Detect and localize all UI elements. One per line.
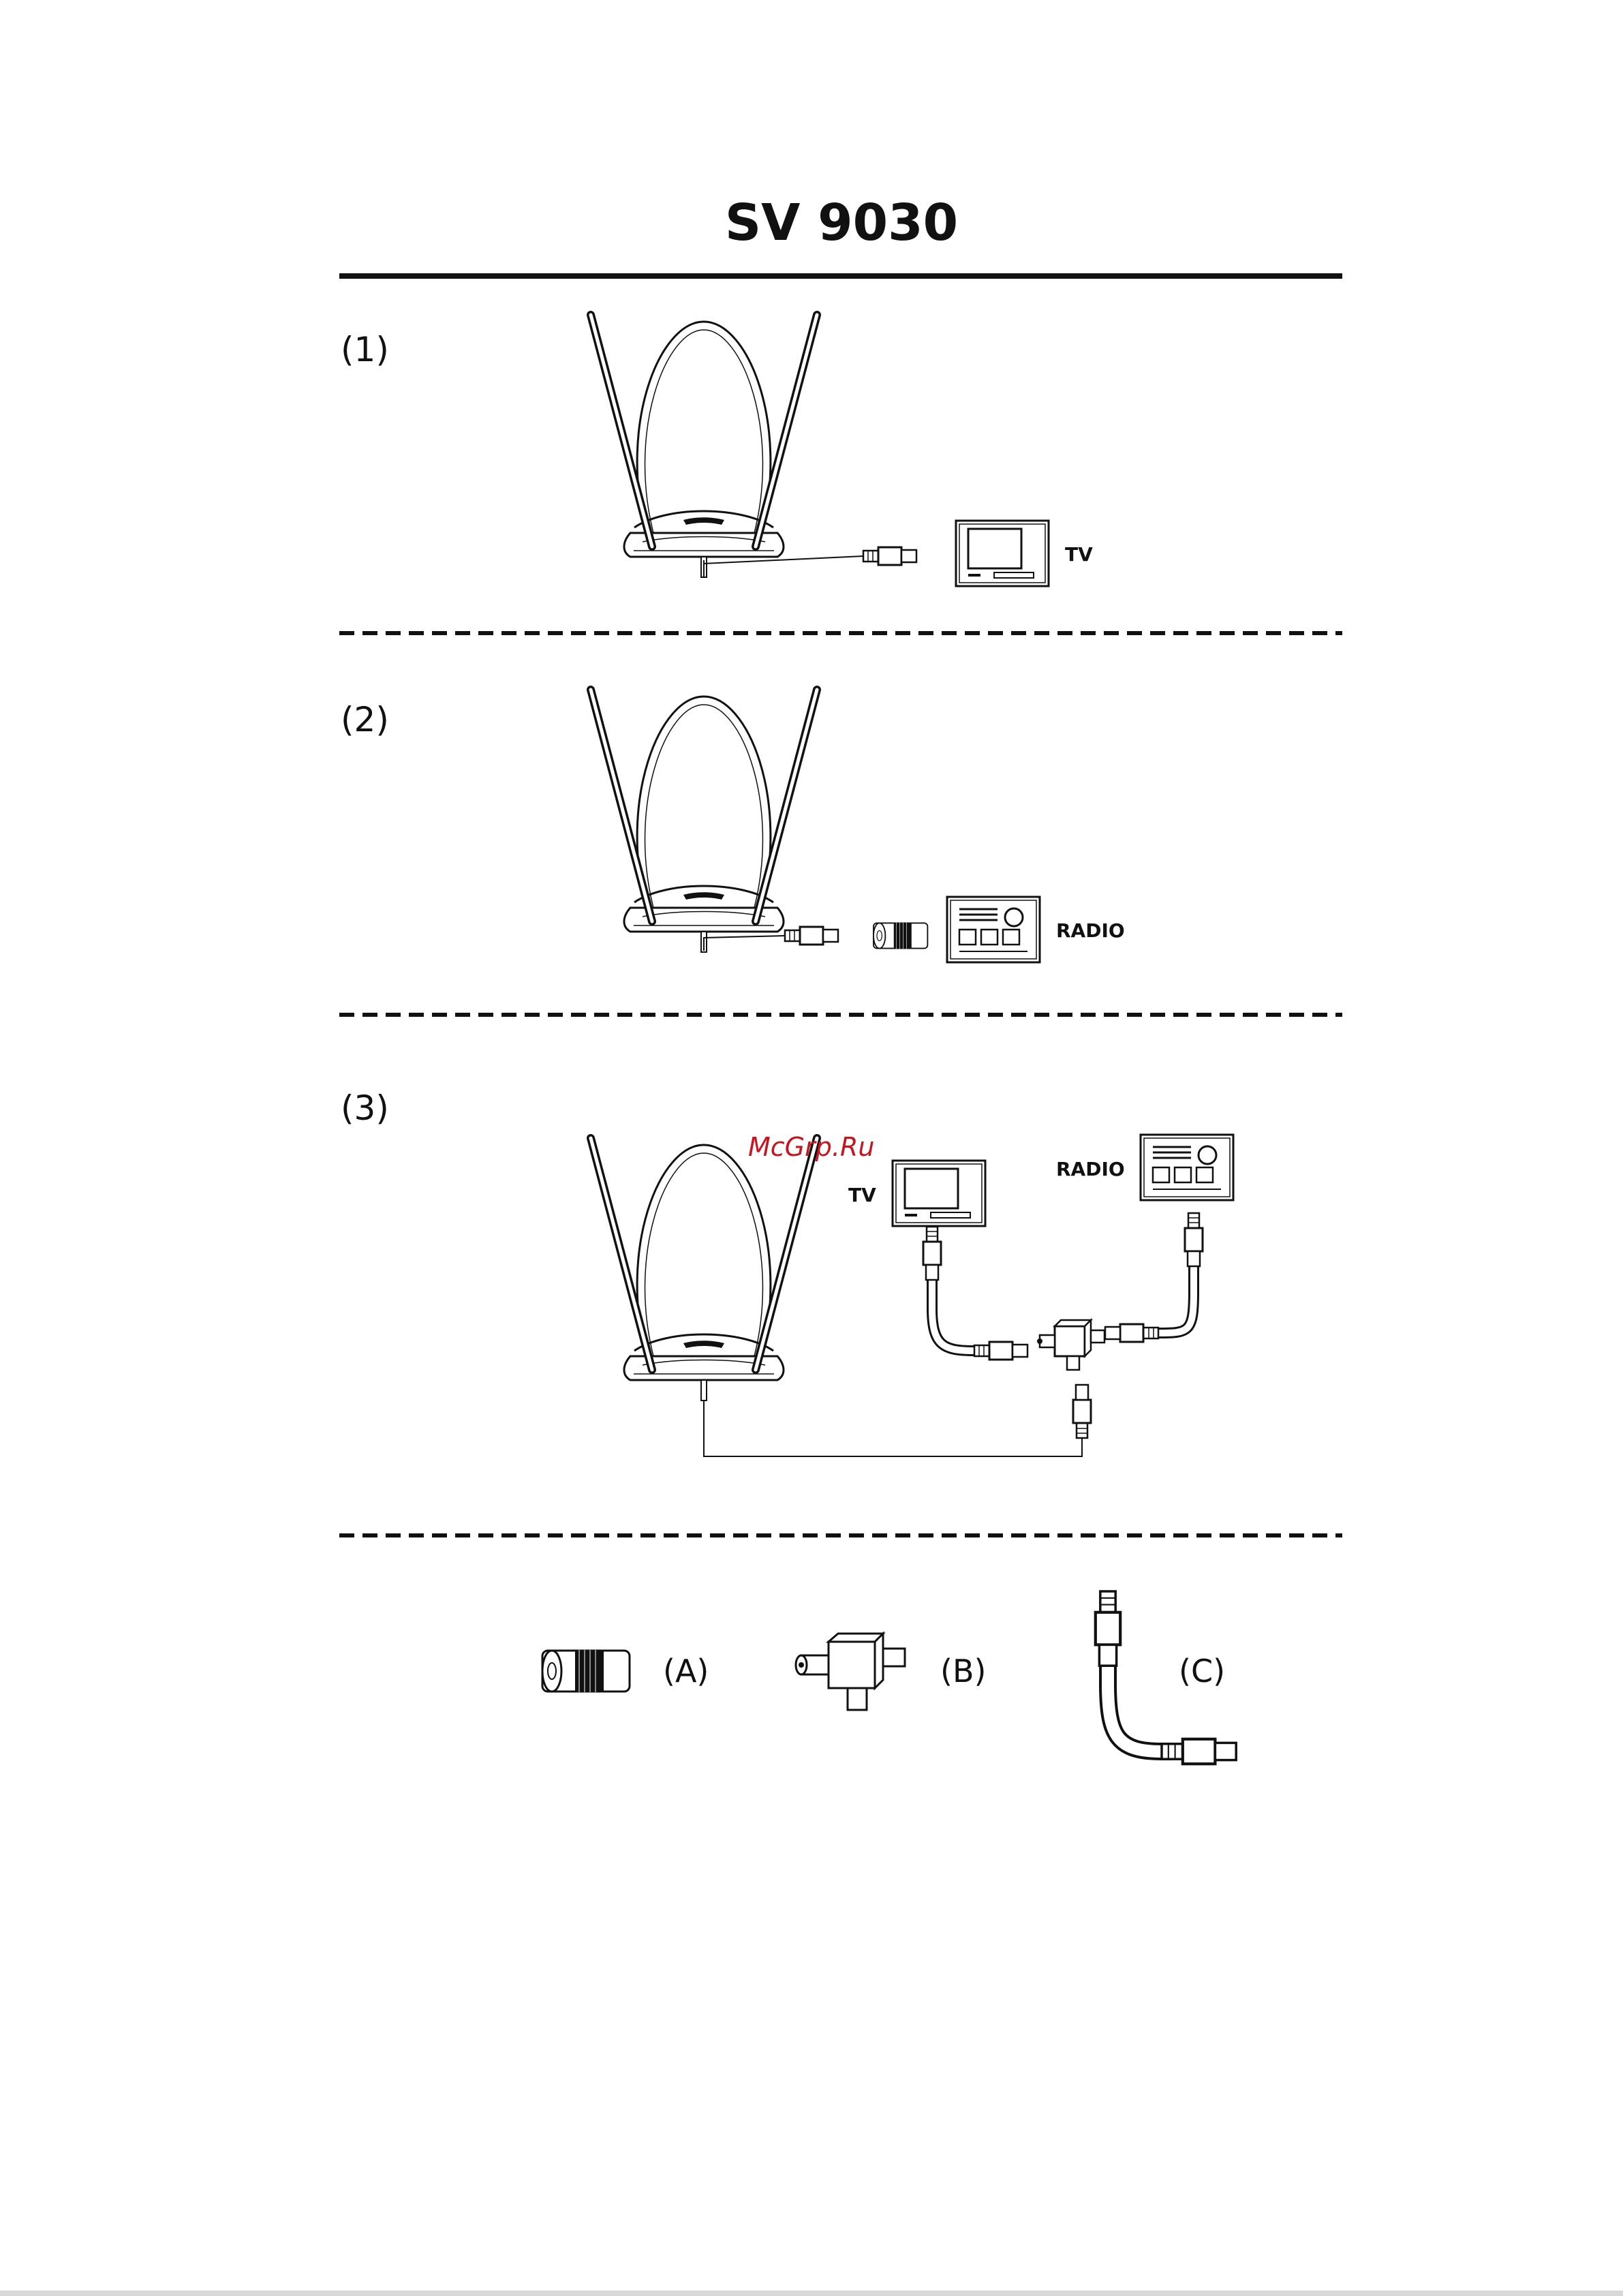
- adapter-icon: [542, 1650, 630, 1692]
- coax-plug-icon: [863, 547, 916, 565]
- section-3: (3) TV RADIO McGrp.Ru: [341, 1088, 1233, 1456]
- coax-plug-icon: [923, 1227, 941, 1280]
- section-1-label: (1): [341, 330, 389, 369]
- section-3-device-radio: RADIO: [1056, 1158, 1125, 1180]
- coax-plug-icon: [1185, 1213, 1203, 1266]
- section-2: (2) RADIO: [341, 690, 1125, 962]
- section-1-device-tv: TV: [1065, 543, 1093, 566]
- section-3-label: (3): [341, 1088, 389, 1128]
- radio-icon: [1141, 1135, 1233, 1200]
- part-b-label: (B): [940, 1653, 986, 1689]
- section-1: (1) TV: [341, 315, 1093, 586]
- section-3-device-tv: TV: [848, 1184, 876, 1206]
- antenna-icon: [591, 315, 817, 577]
- part-a-label: (A): [663, 1653, 709, 1689]
- antenna-icon: [591, 1138, 817, 1400]
- parts-legend: (A) (B) (C): [542, 1591, 1236, 1764]
- tv-icon: [956, 521, 1049, 586]
- page-title: SV 9030: [725, 194, 958, 252]
- coax-plug-icon: [1073, 1385, 1091, 1438]
- adapter-icon: [874, 923, 927, 949]
- tv-icon: [893, 1161, 985, 1226]
- splitter-icon: [1037, 1320, 1104, 1370]
- radio-icon: [947, 897, 1040, 962]
- watermark-text: McGrp.Ru: [748, 1132, 874, 1162]
- section-2-device-radio: RADIO: [1056, 919, 1125, 942]
- page-edge: [0, 2291, 1623, 2296]
- title-rule: [339, 273, 1342, 279]
- coax-plug-icon: [785, 927, 838, 945]
- splitter-icon: [796, 1634, 905, 1710]
- coax-plug-icon: [974, 1342, 1027, 1360]
- section-2-label: (2): [341, 700, 389, 739]
- part-c-label: (C): [1179, 1653, 1225, 1689]
- coax-plug-icon: [1105, 1324, 1158, 1342]
- antenna-icon: [591, 690, 817, 952]
